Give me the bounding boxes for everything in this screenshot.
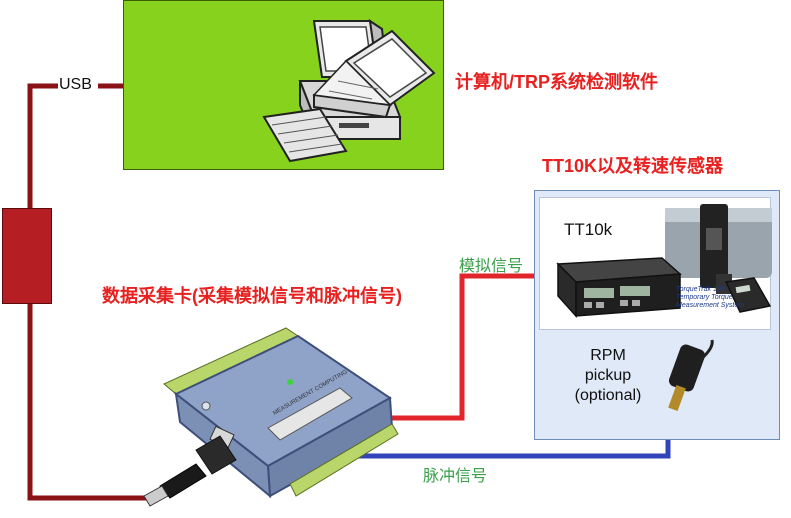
computer-title: 计算机/TRP系统检测软件 — [455, 72, 659, 92]
tt10k-label: TT10k — [564, 220, 613, 239]
tt10k-readout-icon — [556, 257, 682, 318]
analog-signal-label: 模拟信号 — [459, 258, 524, 275]
rpm-pickup-sensor-icon — [668, 339, 714, 411]
laptop-icon — [312, 29, 436, 119]
computer-panel — [123, 0, 444, 170]
daq-card-title: 数据采集卡(采集模拟信号和脉冲信号) — [102, 286, 402, 306]
remote-display-icon — [724, 277, 772, 313]
tt10k-illustration — [556, 204, 772, 318]
pulse-signal-label: 脉冲信号 — [423, 468, 488, 485]
usb-label: USB — [59, 76, 92, 93]
sensor-title: TT10K以及转速传感器 — [542, 156, 724, 176]
tt10k-box: TT10k TorqueTrak 10K Temporary Torque Me… — [539, 197, 772, 330]
computer-illustration — [262, 18, 436, 163]
rpm-line3: (optional) — [574, 387, 642, 404]
usb-hub-block — [2, 208, 52, 304]
torquetrak-line1: TorqueTrak 10K — [676, 286, 726, 293]
analog-signal-wire — [382, 273, 560, 421]
rpm-line1: RPM — [590, 347, 626, 364]
usb-cable-lower — [27, 304, 150, 501]
torquetrak-line3: Measurement System — [676, 302, 745, 309]
torque-sensor-icon — [665, 204, 772, 294]
torquetrak-caption: TorqueTrak 10K Temporary Torque Measurem… — [676, 286, 744, 310]
daq-card-illustration — [143, 327, 399, 507]
keyboard-icon — [262, 107, 348, 163]
usb-cable-vertical — [27, 83, 58, 208]
daq-device-icon — [163, 327, 399, 499]
rpm-pickup-label: RPM pickup (optional) — [564, 346, 652, 406]
usb-plug-icon — [143, 435, 237, 507]
rpm-line2: pickup — [584, 367, 632, 384]
torquetrak-line2: Temporary Torque — [676, 294, 733, 301]
